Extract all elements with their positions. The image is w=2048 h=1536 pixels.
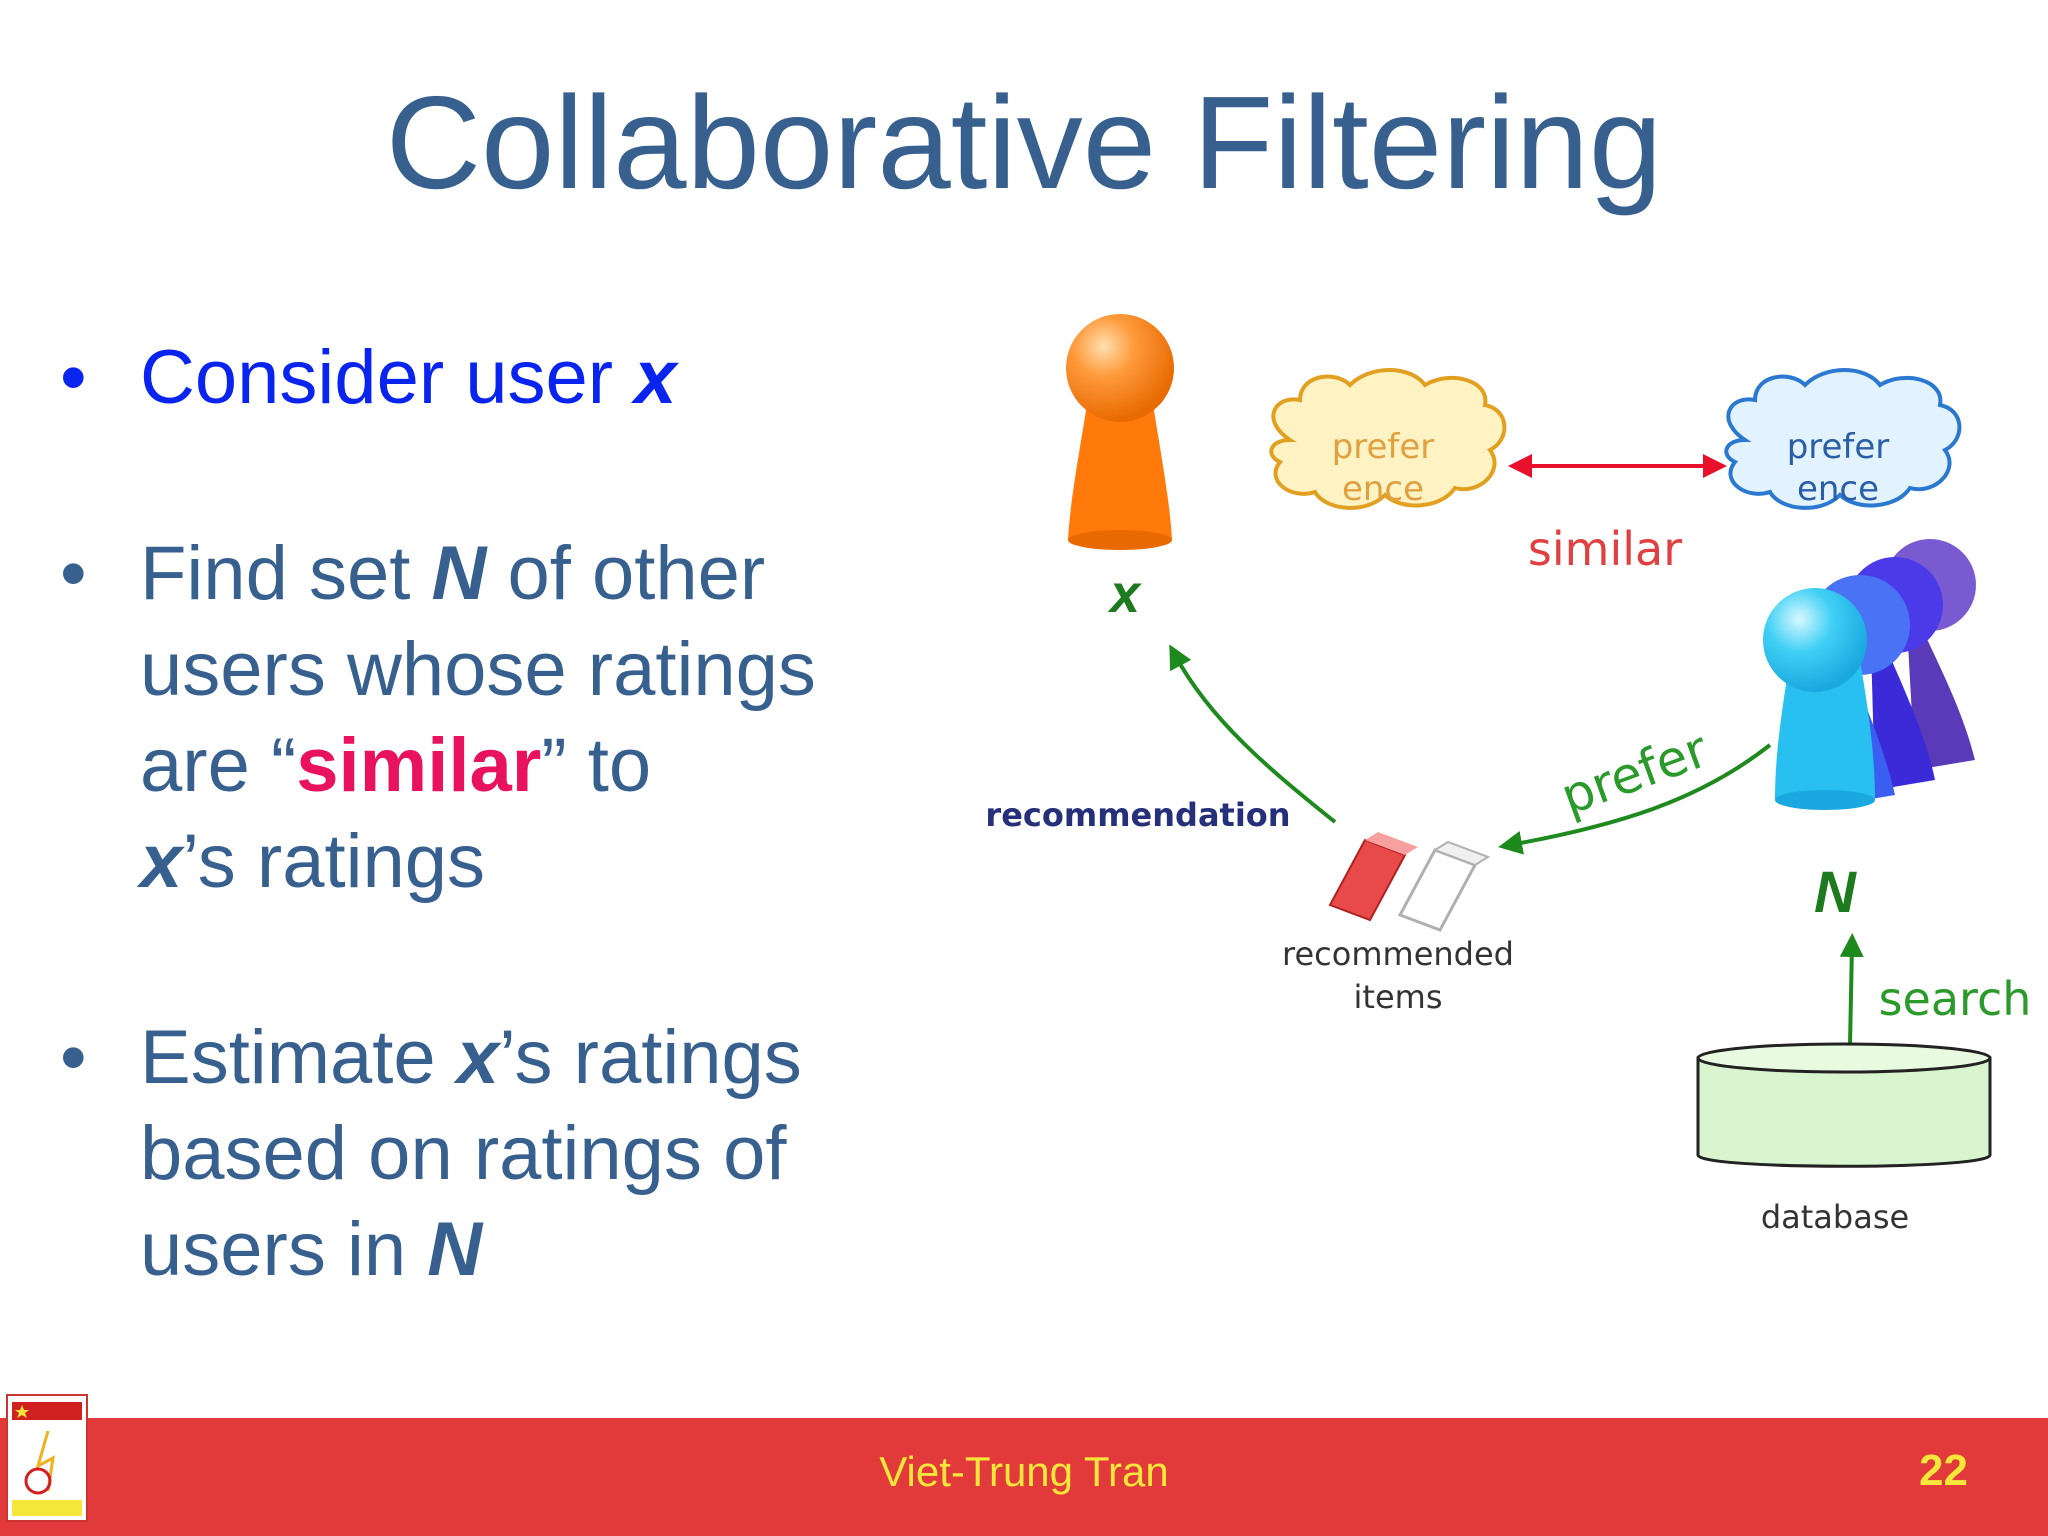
search-arrow xyxy=(1839,933,1864,1046)
bullet-text: Estimate xyxy=(140,1015,457,1100)
bullet-emphasis: N xyxy=(431,531,487,616)
recommendation-arrow xyxy=(1169,644,1337,824)
footer-bar: Viet-Trung Tran 22 xyxy=(0,1418,2048,1536)
database-label: database xyxy=(1761,1198,1909,1236)
bullet-text: Find set xyxy=(140,531,432,616)
bullet-dot: • xyxy=(60,1015,87,1100)
recommendation-label: recommendation xyxy=(985,796,1290,834)
recommended-items-line2: items xyxy=(1354,978,1443,1016)
similar-label: similar xyxy=(1528,522,1682,576)
page-number: 22 xyxy=(1919,1446,1968,1495)
bullet-find-set: • Find set N of other users whose ratings… xyxy=(60,526,940,910)
preference-right-line1: prefer xyxy=(1787,427,1890,467)
bullet-text: ” to xyxy=(541,723,652,808)
user-x-icon xyxy=(1066,314,1174,550)
diagram-canvas: x prefer ence prefer ence similar N xyxy=(985,314,2032,1236)
bullet-highlight: similar xyxy=(296,723,542,808)
collaborative-filtering-diagram: x prefer ence prefer ence similar N xyxy=(985,314,2032,1236)
bullet-emphasis: x xyxy=(456,1015,500,1100)
prefer-arrow xyxy=(1498,743,1772,855)
bullet-text: ’s ratings based on ratings of users in xyxy=(140,1015,802,1292)
user-x-label: x xyxy=(1107,564,1142,624)
bullet-emphasis: x xyxy=(140,819,183,904)
group-n-label: N xyxy=(1814,860,1857,925)
preference-right-line2: ence xyxy=(1797,469,1879,509)
preference-cloud-right: prefer ence xyxy=(1724,368,1962,510)
preference-cloud-left: prefer ence xyxy=(1269,368,1507,510)
bullet-emphasis: x xyxy=(634,335,677,420)
bullet-list: • Consider user x • Find set N of other us… xyxy=(60,330,940,1398)
preference-left-line1: prefer xyxy=(1332,427,1435,467)
recommended-items-icon xyxy=(1328,832,1491,932)
bullet-emphasis: N xyxy=(427,1207,483,1292)
logo-emblem-icon xyxy=(8,1396,86,1520)
slide-title: Collaborative Filtering xyxy=(385,69,1663,216)
footer-author: Viet-Trung Tran xyxy=(879,1448,1169,1495)
bullet-dot: • xyxy=(60,335,87,420)
bullet-text: Consider user xyxy=(140,335,635,420)
search-label: search xyxy=(1879,972,2032,1026)
database-icon xyxy=(1696,1042,1992,1168)
bullet-consider-user: • Consider user x xyxy=(60,330,940,426)
preference-left-line2: ence xyxy=(1342,469,1424,509)
bullet-dot: • xyxy=(60,531,87,616)
bullet-text: ’s ratings xyxy=(182,819,486,904)
user-group-n-icon xyxy=(1763,539,1976,810)
bullet-text: of other users whose ratings are “ xyxy=(140,531,816,808)
recommended-items-line1: recommended xyxy=(1282,935,1514,973)
prefer-label: prefer xyxy=(1554,720,1716,826)
university-logo xyxy=(6,1394,88,1522)
bullet-estimate: • Estimate x’s ratings based on ratings o… xyxy=(60,1010,940,1298)
